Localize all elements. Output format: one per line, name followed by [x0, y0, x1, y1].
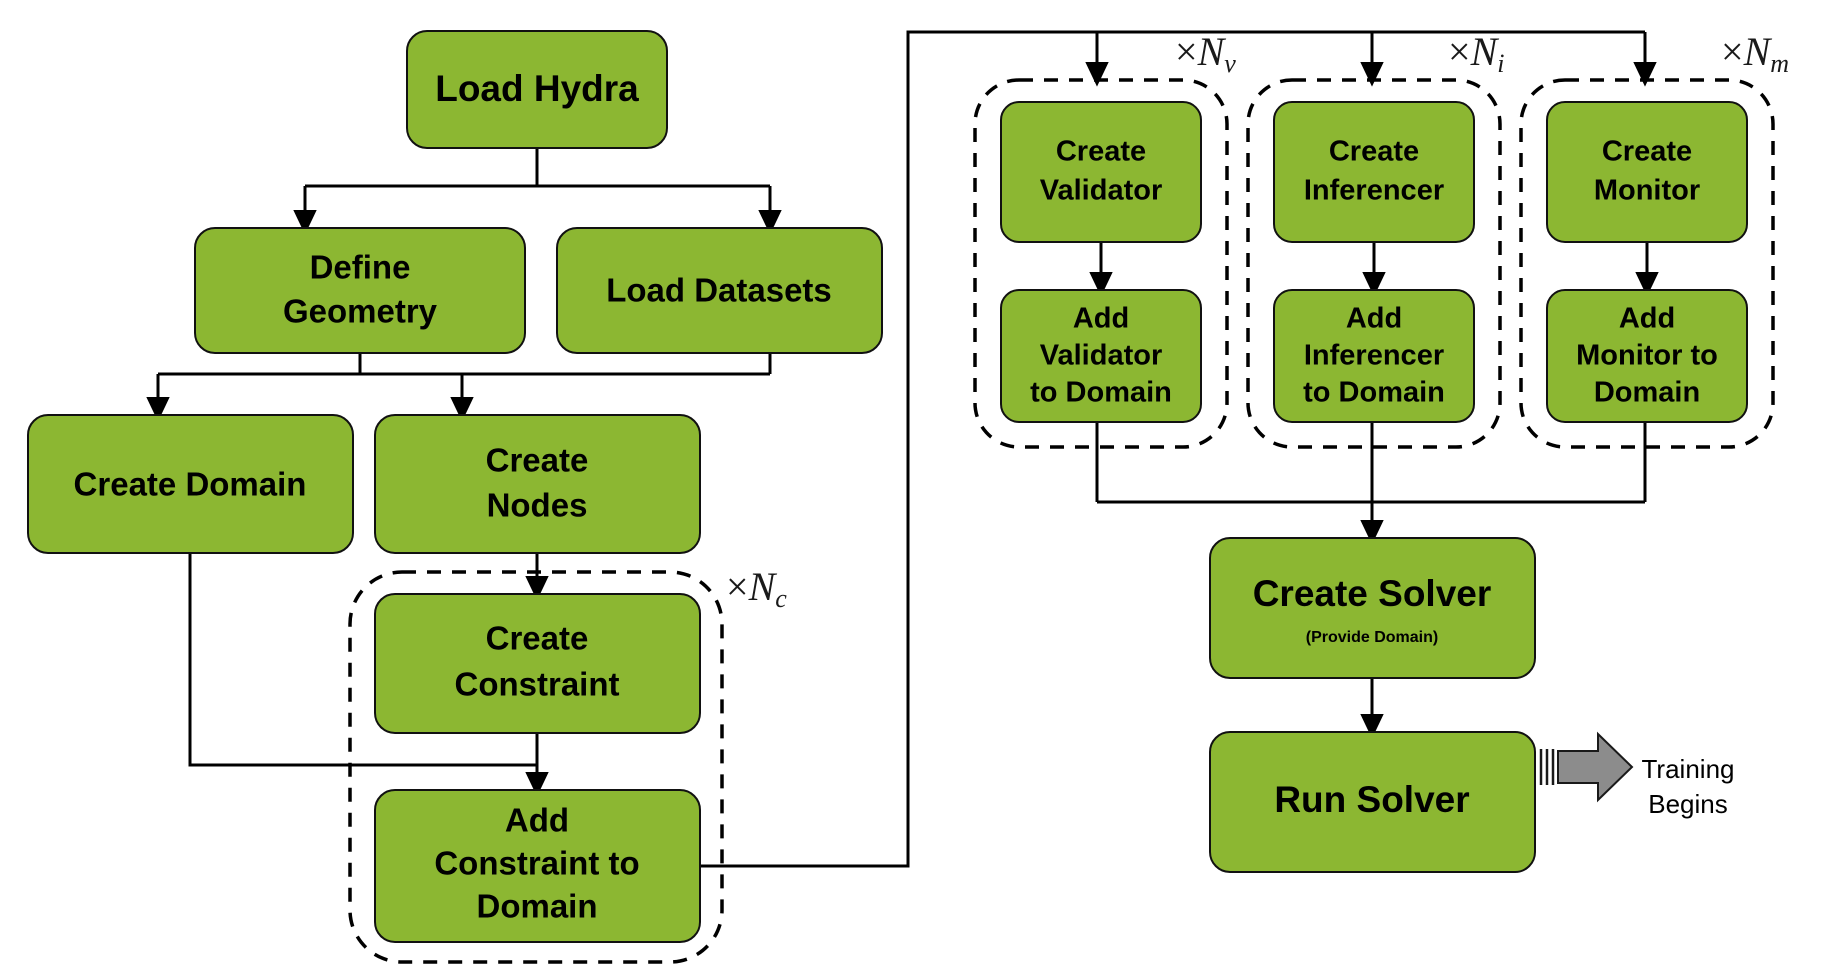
node-create-validator-rect[interactable] — [1000, 101, 1202, 243]
node-add-constraint-to-domain[interactable]: Add Constraint to Domain — [374, 789, 701, 943]
multiplier-subscript-c: c — [775, 584, 787, 613]
group-inferencer-loop — [1246, 78, 1502, 449]
node-add-constraint-label-line2: Constraint to — [434, 845, 639, 882]
node-create-validator-label-line1: Create — [1056, 136, 1146, 168]
node-add-inferencer-label-line3: to Domain — [1303, 377, 1445, 409]
node-load-hydra[interactable]: Load Hydra — [406, 30, 668, 149]
training-begins-label-line2: Begins — [1648, 789, 1728, 819]
group-monitor-loop — [1519, 78, 1775, 449]
node-add-monitor-to-domain[interactable]: Add Monitor to Domain — [1546, 289, 1748, 423]
training-begins-arrow-icon — [1557, 731, 1634, 803]
multiplier-label-constraint: ×Nc — [726, 564, 787, 613]
group-boxes — [348, 78, 1775, 964]
node-create-monitor-rect[interactable] — [1546, 101, 1748, 243]
node-create-solver-sublabel: (Provide Domain) — [1306, 629, 1438, 646]
edge-group-left — [146, 148, 782, 797]
node-create-monitor[interactable]: Create Monitor — [1546, 101, 1748, 243]
multiplier-label-monitor: ×Nm — [1721, 29, 1789, 78]
node-create-nodes-rect[interactable] — [374, 414, 701, 554]
node-create-inferencer-label-line1: Create — [1329, 136, 1419, 168]
node-create-constraint-label-line2: Constraint — [455, 666, 620, 703]
node-create-validator[interactable]: Create Validator — [1000, 101, 1202, 243]
node-add-monitor-label-line3: Domain — [1594, 377, 1700, 409]
outcome-training-begins: Training Begins — [1539, 731, 1735, 819]
multiplier-subscript-i: i — [1497, 49, 1504, 78]
node-run-solver-rect[interactable] — [1209, 731, 1536, 873]
node-add-inferencer-to-domain-rect[interactable] — [1273, 289, 1475, 423]
node-create-inferencer[interactable]: Create Inferencer — [1273, 101, 1475, 243]
node-define-geometry-rect[interactable] — [194, 227, 526, 354]
node-add-constraint-label-line1: Add — [505, 802, 569, 839]
node-create-inferencer-label-line2: Inferencer — [1304, 175, 1444, 207]
node-create-constraint-rect[interactable] — [374, 593, 701, 734]
node-run-solver-label: Run Solver — [1274, 779, 1469, 820]
multiplier-subscript-m: m — [1770, 49, 1789, 78]
node-run-solver[interactable]: Run Solver — [1209, 731, 1536, 873]
node-add-constraint-label-line3: Domain — [476, 888, 597, 925]
edge-group-connector — [700, 30, 1657, 868]
node-create-solver-rect[interactable] — [1209, 537, 1536, 679]
node-create-inferencer-rect[interactable] — [1273, 101, 1475, 243]
node-create-nodes-label-line1: Create — [486, 442, 589, 479]
node-add-inferencer-to-domain[interactable]: Add Inferencer to Domain — [1273, 289, 1475, 423]
edge-group-right — [1089, 242, 1659, 739]
node-add-validator-label-line1: Add — [1073, 303, 1129, 335]
node-create-solver[interactable]: Create Solver (Provide Domain) — [1209, 537, 1536, 679]
edge-loadhydra-split — [305, 148, 770, 188]
node-create-monitor-label-line1: Create — [1602, 136, 1692, 168]
node-load-datasets-label: Load Datasets — [606, 272, 832, 309]
node-add-validator-label-line3: to Domain — [1030, 377, 1172, 409]
node-load-datasets-rect[interactable] — [556, 227, 883, 354]
node-create-domain[interactable]: Create Domain — [27, 414, 354, 554]
training-begins-label-line1: Training — [1642, 754, 1735, 784]
node-create-domain-label: Create Domain — [74, 466, 307, 503]
edge-addconstraint-to-topbus — [700, 30, 1645, 868]
node-create-domain-rect[interactable] — [27, 414, 354, 554]
node-add-validator-to-domain[interactable]: Add Validator to Domain — [1000, 289, 1202, 423]
multiplier-labels: ×Nc ×Nv ×Ni ×Nm — [726, 29, 1789, 613]
group-constraint-loop — [348, 570, 724, 964]
node-create-monitor-label-line2: Monitor — [1594, 175, 1700, 207]
node-create-constraint-label-line1: Create — [486, 620, 589, 657]
node-create-nodes-label-line2: Nodes — [487, 487, 588, 524]
node-define-geometry-label-line1: Define — [310, 249, 411, 286]
node-load-hydra-label: Load Hydra — [435, 68, 639, 109]
node-load-datasets[interactable]: Load Datasets — [556, 227, 883, 354]
node-create-validator-label-line2: Validator — [1040, 175, 1163, 207]
node-add-monitor-to-domain-rect[interactable] — [1546, 289, 1748, 423]
node-create-constraint[interactable]: Create Constraint — [374, 593, 701, 734]
multiplier-label-inferencer: ×Ni — [1448, 29, 1504, 78]
node-add-constraint-to-domain-rect[interactable] — [374, 789, 701, 943]
node-add-validator-label-line2: Validator — [1040, 340, 1163, 372]
multiplier-subscript-v: v — [1224, 49, 1236, 78]
edge-createdomain-to-constraintchain — [188, 553, 537, 767]
node-create-solver-label: Create Solver — [1253, 573, 1492, 614]
node-create-nodes[interactable]: Create Nodes — [374, 414, 701, 554]
training-begins-arrow-tail-icon — [1539, 749, 1555, 785]
node-add-inferencer-label-line1: Add — [1346, 303, 1402, 335]
group-validator-loop — [973, 78, 1229, 449]
node-define-geometry-label-line2: Geometry — [283, 293, 438, 330]
node-add-monitor-label-line1: Add — [1619, 303, 1675, 335]
node-define-geometry[interactable]: Define Geometry — [194, 227, 526, 354]
node-add-monitor-label-line2: Monitor to — [1576, 340, 1718, 372]
node-load-hydra-rect[interactable] — [406, 30, 668, 149]
node-add-inferencer-label-line2: Inferencer — [1304, 340, 1444, 372]
multiplier-label-validator: ×Nv — [1175, 29, 1236, 78]
node-add-validator-to-domain-rect[interactable] — [1000, 289, 1202, 423]
